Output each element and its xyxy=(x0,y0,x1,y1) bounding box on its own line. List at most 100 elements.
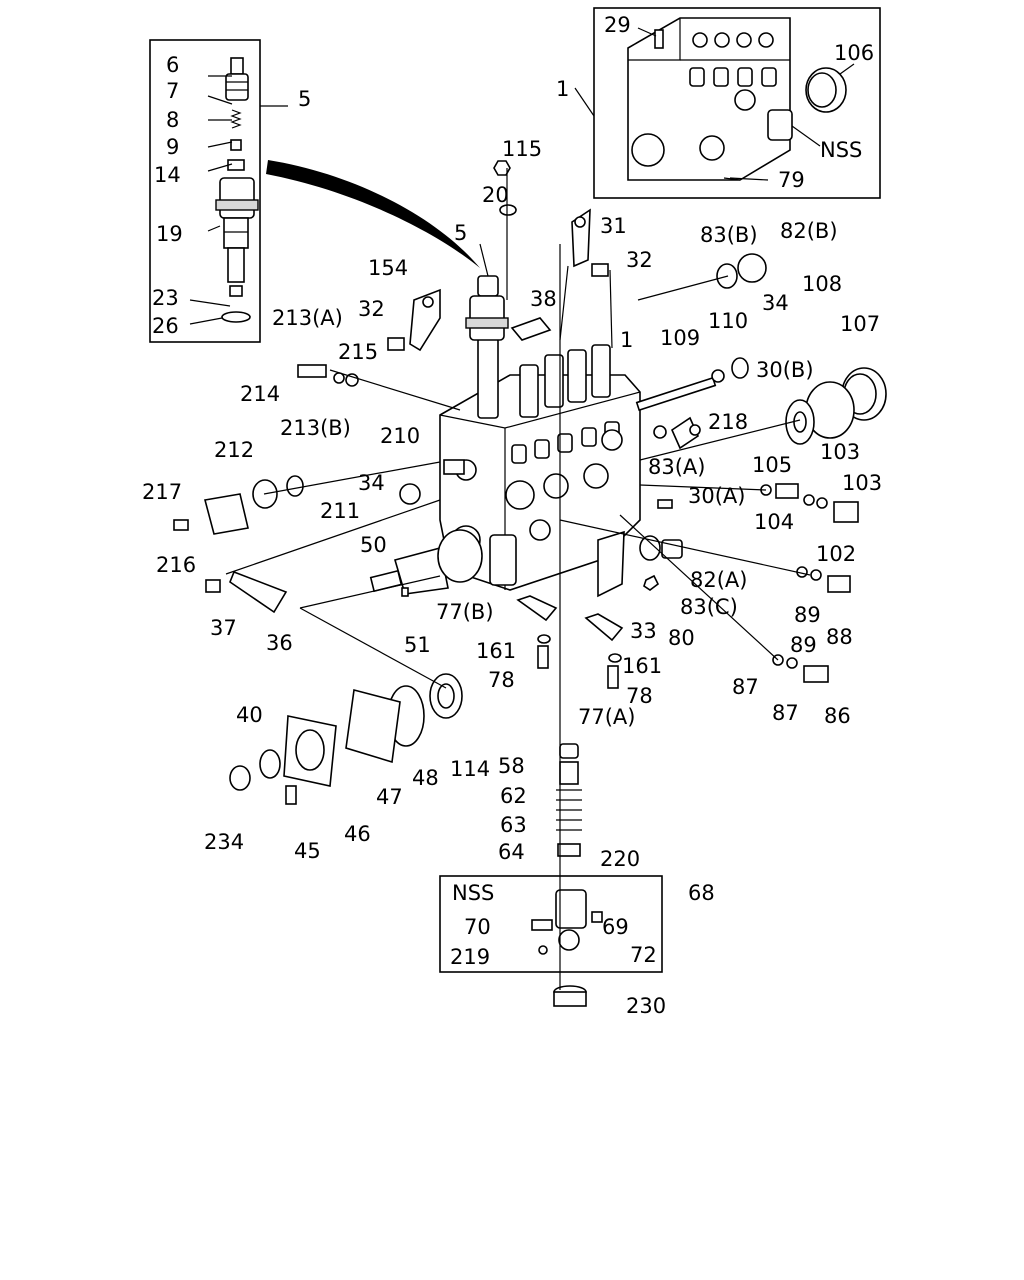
tappet-inset-box xyxy=(439,875,663,973)
callout-label: 37 xyxy=(210,616,237,640)
part-32-bolt xyxy=(591,263,609,277)
callout-label: 26 xyxy=(152,314,179,338)
part-234 xyxy=(229,765,251,791)
main-pump-body xyxy=(439,337,641,591)
callout-label: 230 xyxy=(626,994,666,1018)
callout-label: 114 xyxy=(450,757,490,781)
callout-label: 109 xyxy=(660,326,700,350)
part-110 xyxy=(711,369,725,383)
callout-label: 23 xyxy=(152,286,179,310)
part-33-plate xyxy=(597,530,625,598)
callout-label: 64 xyxy=(498,840,525,864)
callout-label: 161 xyxy=(476,639,516,663)
part-78b xyxy=(607,665,619,689)
callout-label: 212 xyxy=(214,438,254,462)
callout-label: 217 xyxy=(142,480,182,504)
callout-label: 110 xyxy=(708,309,748,333)
callout-label: 220 xyxy=(600,847,640,871)
part-20-washer xyxy=(499,204,517,216)
callout-label: 213(A) xyxy=(272,306,343,330)
nozzle-holder-parts xyxy=(215,57,259,323)
callout-label: 104 xyxy=(754,510,794,534)
callout-label: 69 xyxy=(602,915,629,939)
part-213B xyxy=(286,475,304,497)
part-82B-plug xyxy=(737,253,767,283)
callout-label: 77(A) xyxy=(578,705,635,729)
tappet-body xyxy=(555,889,587,929)
part-230 xyxy=(553,991,587,1007)
part-87b xyxy=(786,657,798,669)
assembly-arrow xyxy=(266,160,480,268)
part-40-seal xyxy=(259,749,281,779)
part-78a xyxy=(537,645,549,669)
callout-label: 78 xyxy=(488,668,515,692)
callout-label: 40 xyxy=(236,703,263,727)
callout-label: 79 xyxy=(778,168,805,192)
part-82A-plug xyxy=(661,539,683,559)
callout-label: 234 xyxy=(204,830,244,854)
part-106-ring-inner xyxy=(807,72,837,108)
callout-label: 89 xyxy=(794,603,821,627)
callout-label: 87 xyxy=(732,675,759,699)
part-109-rack xyxy=(635,376,717,412)
callout-label: 34 xyxy=(762,291,789,315)
callout-label: 82(B) xyxy=(780,219,838,243)
part-214-fitting xyxy=(297,364,327,378)
callout-label: 86 xyxy=(824,704,851,728)
part-219 xyxy=(538,945,548,955)
part-215-washer xyxy=(345,373,359,387)
part-86-bolt xyxy=(803,665,829,683)
part-83C xyxy=(639,535,661,561)
callout-label: 108 xyxy=(802,272,842,296)
callout-label: 36 xyxy=(266,631,293,655)
part-45-bolt xyxy=(285,785,297,805)
callout-label: 14 xyxy=(154,163,181,187)
callout-label: 213(B) xyxy=(280,416,351,440)
callout-label: 106 xyxy=(834,41,874,65)
callout-label: 218 xyxy=(708,410,748,434)
callout-label: 9 xyxy=(166,135,179,159)
part-80-nut xyxy=(643,574,660,591)
callout-label: 72 xyxy=(630,943,657,967)
callout-label: 78 xyxy=(626,684,653,708)
part-77A xyxy=(584,613,624,642)
callout-label: 83(B) xyxy=(700,223,758,247)
part-34b xyxy=(399,483,421,505)
callout-label: 47 xyxy=(376,785,403,809)
callout-label: 38 xyxy=(530,287,557,311)
callout-label: 77(B) xyxy=(436,600,494,624)
part-37-bolt xyxy=(205,579,221,593)
part-63-spring xyxy=(556,789,582,831)
callout-label: 154 xyxy=(368,256,408,280)
callout-label: 107 xyxy=(840,312,880,336)
part-217-bolt xyxy=(173,519,189,531)
delivery-valve-holder xyxy=(465,275,509,341)
callout-label: 5 xyxy=(454,221,467,245)
callout-label: 45 xyxy=(294,839,321,863)
part-77B xyxy=(516,595,558,622)
callout-label: 88 xyxy=(826,625,853,649)
callout-label: 83(A) xyxy=(648,455,705,479)
callout-label: 80 xyxy=(668,626,695,650)
part-115-nut xyxy=(493,160,511,176)
callout-label: 51 xyxy=(404,633,431,657)
part-51-key xyxy=(401,587,409,597)
part-36-bracket xyxy=(229,570,288,614)
callout-label: 5 xyxy=(298,87,311,111)
callout-label: 216 xyxy=(156,553,196,577)
callout-label: 214 xyxy=(240,382,280,406)
callout-label: 161 xyxy=(622,654,662,678)
part-50-camshaft xyxy=(369,529,483,595)
callout-label: 1 xyxy=(620,328,633,352)
callout-label: 46 xyxy=(344,822,371,846)
part-161a xyxy=(537,634,551,644)
part-72-roller xyxy=(558,929,580,951)
callout-label: 1 xyxy=(556,77,569,101)
callout-label: 103 xyxy=(820,440,860,464)
callout-label: 211 xyxy=(320,499,360,523)
part-47-gasket xyxy=(345,688,401,764)
callout-label: 89 xyxy=(790,633,817,657)
part-216 xyxy=(204,493,249,535)
